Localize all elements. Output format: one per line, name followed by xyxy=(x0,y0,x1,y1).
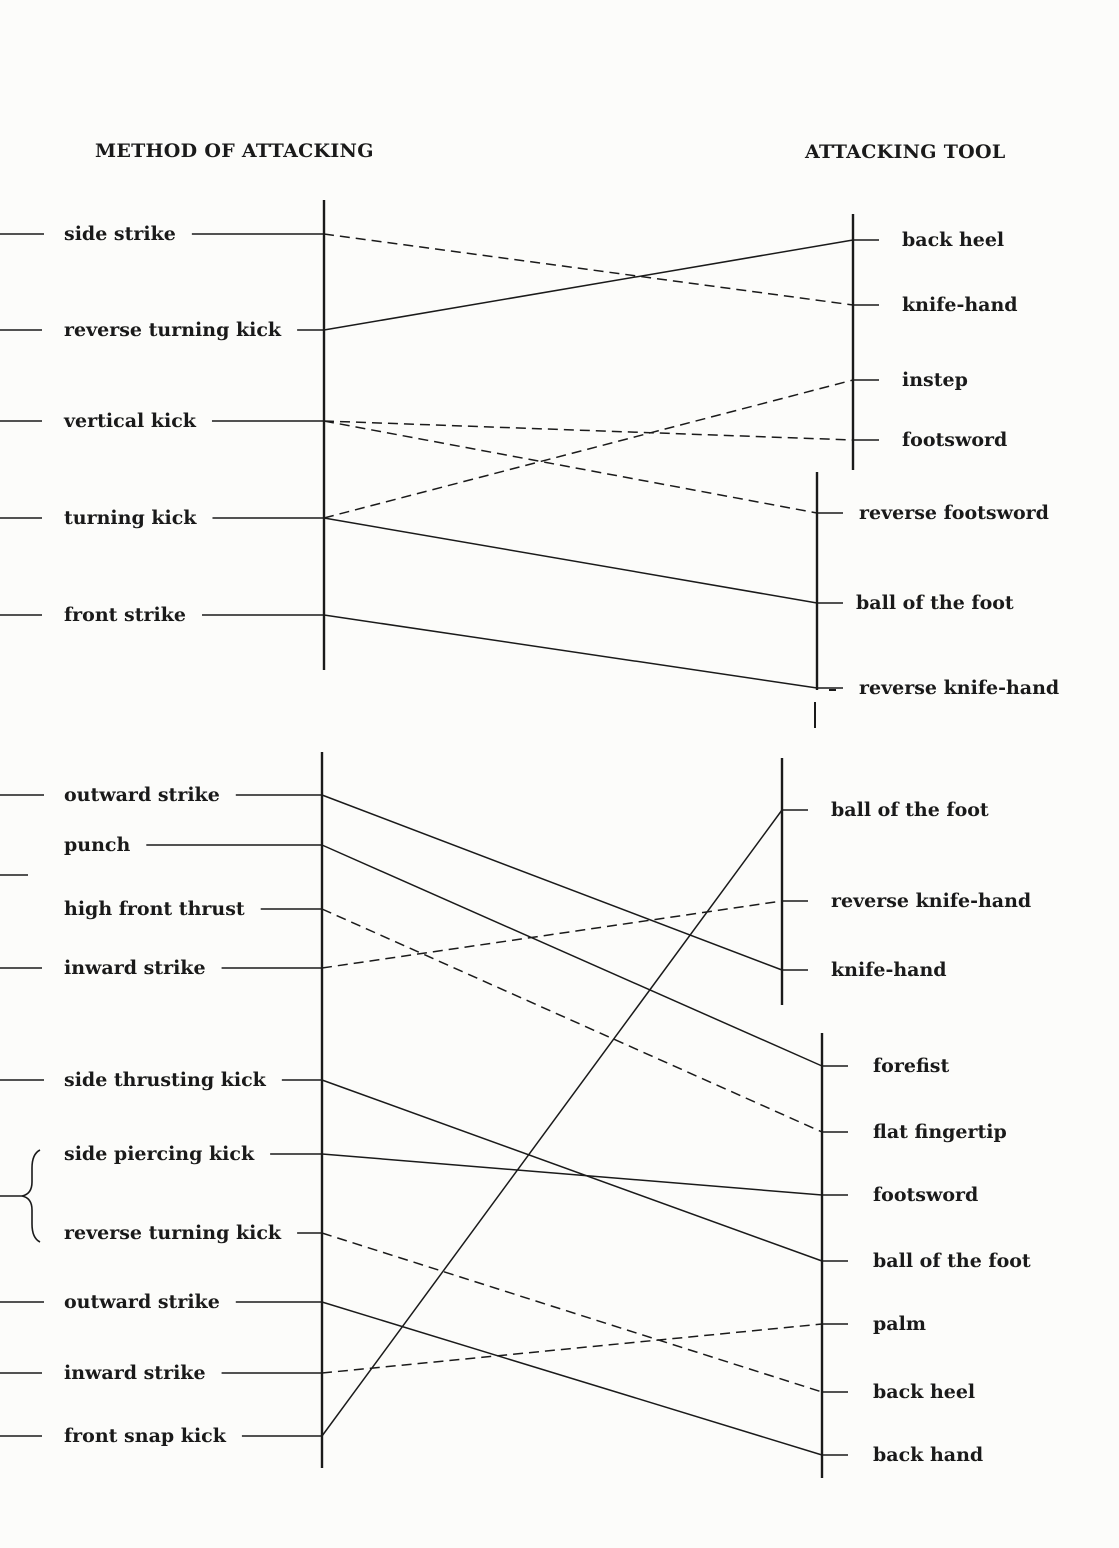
tool-label: knife-hand xyxy=(902,294,1018,316)
method-label: inward strike xyxy=(64,957,206,979)
connection-reverse-turning-kick-to-back-heel xyxy=(323,239,854,331)
method-label: vertical kick xyxy=(63,410,197,432)
method-label: front strike xyxy=(64,604,186,626)
tool-label: ball of the foot xyxy=(831,799,989,821)
tool-label: ball of the foot xyxy=(873,1250,1031,1272)
tool-label: back heel xyxy=(873,1381,975,1403)
method-label: side piercing kick xyxy=(64,1143,255,1165)
method-label: turning kick xyxy=(64,507,197,529)
connection-punch-to-forefist xyxy=(321,844,823,1067)
group-brace xyxy=(21,1149,41,1243)
tool-label: back heel xyxy=(902,229,1004,251)
header-attacking-tool: ATTACKING TOOL xyxy=(804,141,1006,163)
connection-outward-strike-2-to-back-hand xyxy=(321,1301,823,1456)
tool-label: knife-hand xyxy=(831,959,947,981)
method-label: inward strike xyxy=(64,1362,206,1384)
connection-front-strike-to-reverse-knife-hand xyxy=(323,614,818,689)
tool-label: footsword xyxy=(873,1184,978,1206)
text-layer: METHOD OF ATTACKING ATTACKING TOOL side … xyxy=(63,140,1059,1466)
method-label: side strike xyxy=(64,223,176,245)
method-label: outward strike xyxy=(64,1291,220,1313)
tool-label: forefist xyxy=(873,1055,949,1077)
method-label: reverse turning kick xyxy=(64,1222,282,1244)
connection-inward-strike-2-to-palm xyxy=(321,1323,823,1374)
method-label: punch xyxy=(64,834,130,856)
header-method-of-attacking: METHOD OF ATTACKING xyxy=(95,140,374,162)
tool-label: ball of the foot xyxy=(856,592,1014,614)
tool-label: reverse knife-hand xyxy=(859,677,1059,699)
tool-label: flat fingertip xyxy=(873,1121,1007,1143)
connection-side-piercing-kick-to-footsword xyxy=(321,1153,823,1196)
connection-side-strike-to-knife-hand xyxy=(323,233,854,306)
connection-high-front-thrust-to-flat-fingertip xyxy=(321,908,823,1133)
connection-side-thrusting-kick-to-ball-of-the-foot-b xyxy=(321,1079,823,1262)
tool-label: footsword xyxy=(902,429,1007,451)
method-label: outward strike xyxy=(64,784,220,806)
connection-outward-strike-1-to-knife-hand xyxy=(321,794,783,971)
tool-label: reverse knife-hand xyxy=(831,890,1031,912)
tool-label: reverse footsword xyxy=(859,502,1049,524)
method-label: front snap kick xyxy=(64,1425,227,1447)
tool-label: instep xyxy=(902,369,968,391)
connection-reverse-turning-kick-to-back-heel xyxy=(321,1232,823,1393)
connection-vertical-kick-to-reverse-footsword xyxy=(323,420,818,514)
connection-inward-strike-1-to-reverse-knife-hand xyxy=(321,900,783,969)
method-label: reverse turning kick xyxy=(64,319,282,341)
tool-label: palm xyxy=(873,1313,926,1335)
method-label: side thrusting kick xyxy=(64,1069,267,1091)
connection-turning-kick-to-instep xyxy=(323,379,854,519)
connection-vertical-kick-to-footsword xyxy=(323,420,854,441)
method-label: high front thrust xyxy=(64,898,245,920)
connection-turning-kick-to-ball-of-the-foot xyxy=(323,517,818,604)
connection-front-snap-kick-to-ball-of-the-foot-a xyxy=(321,809,783,1437)
lines-layer xyxy=(0,200,879,1478)
tool-label: back hand xyxy=(873,1444,983,1466)
